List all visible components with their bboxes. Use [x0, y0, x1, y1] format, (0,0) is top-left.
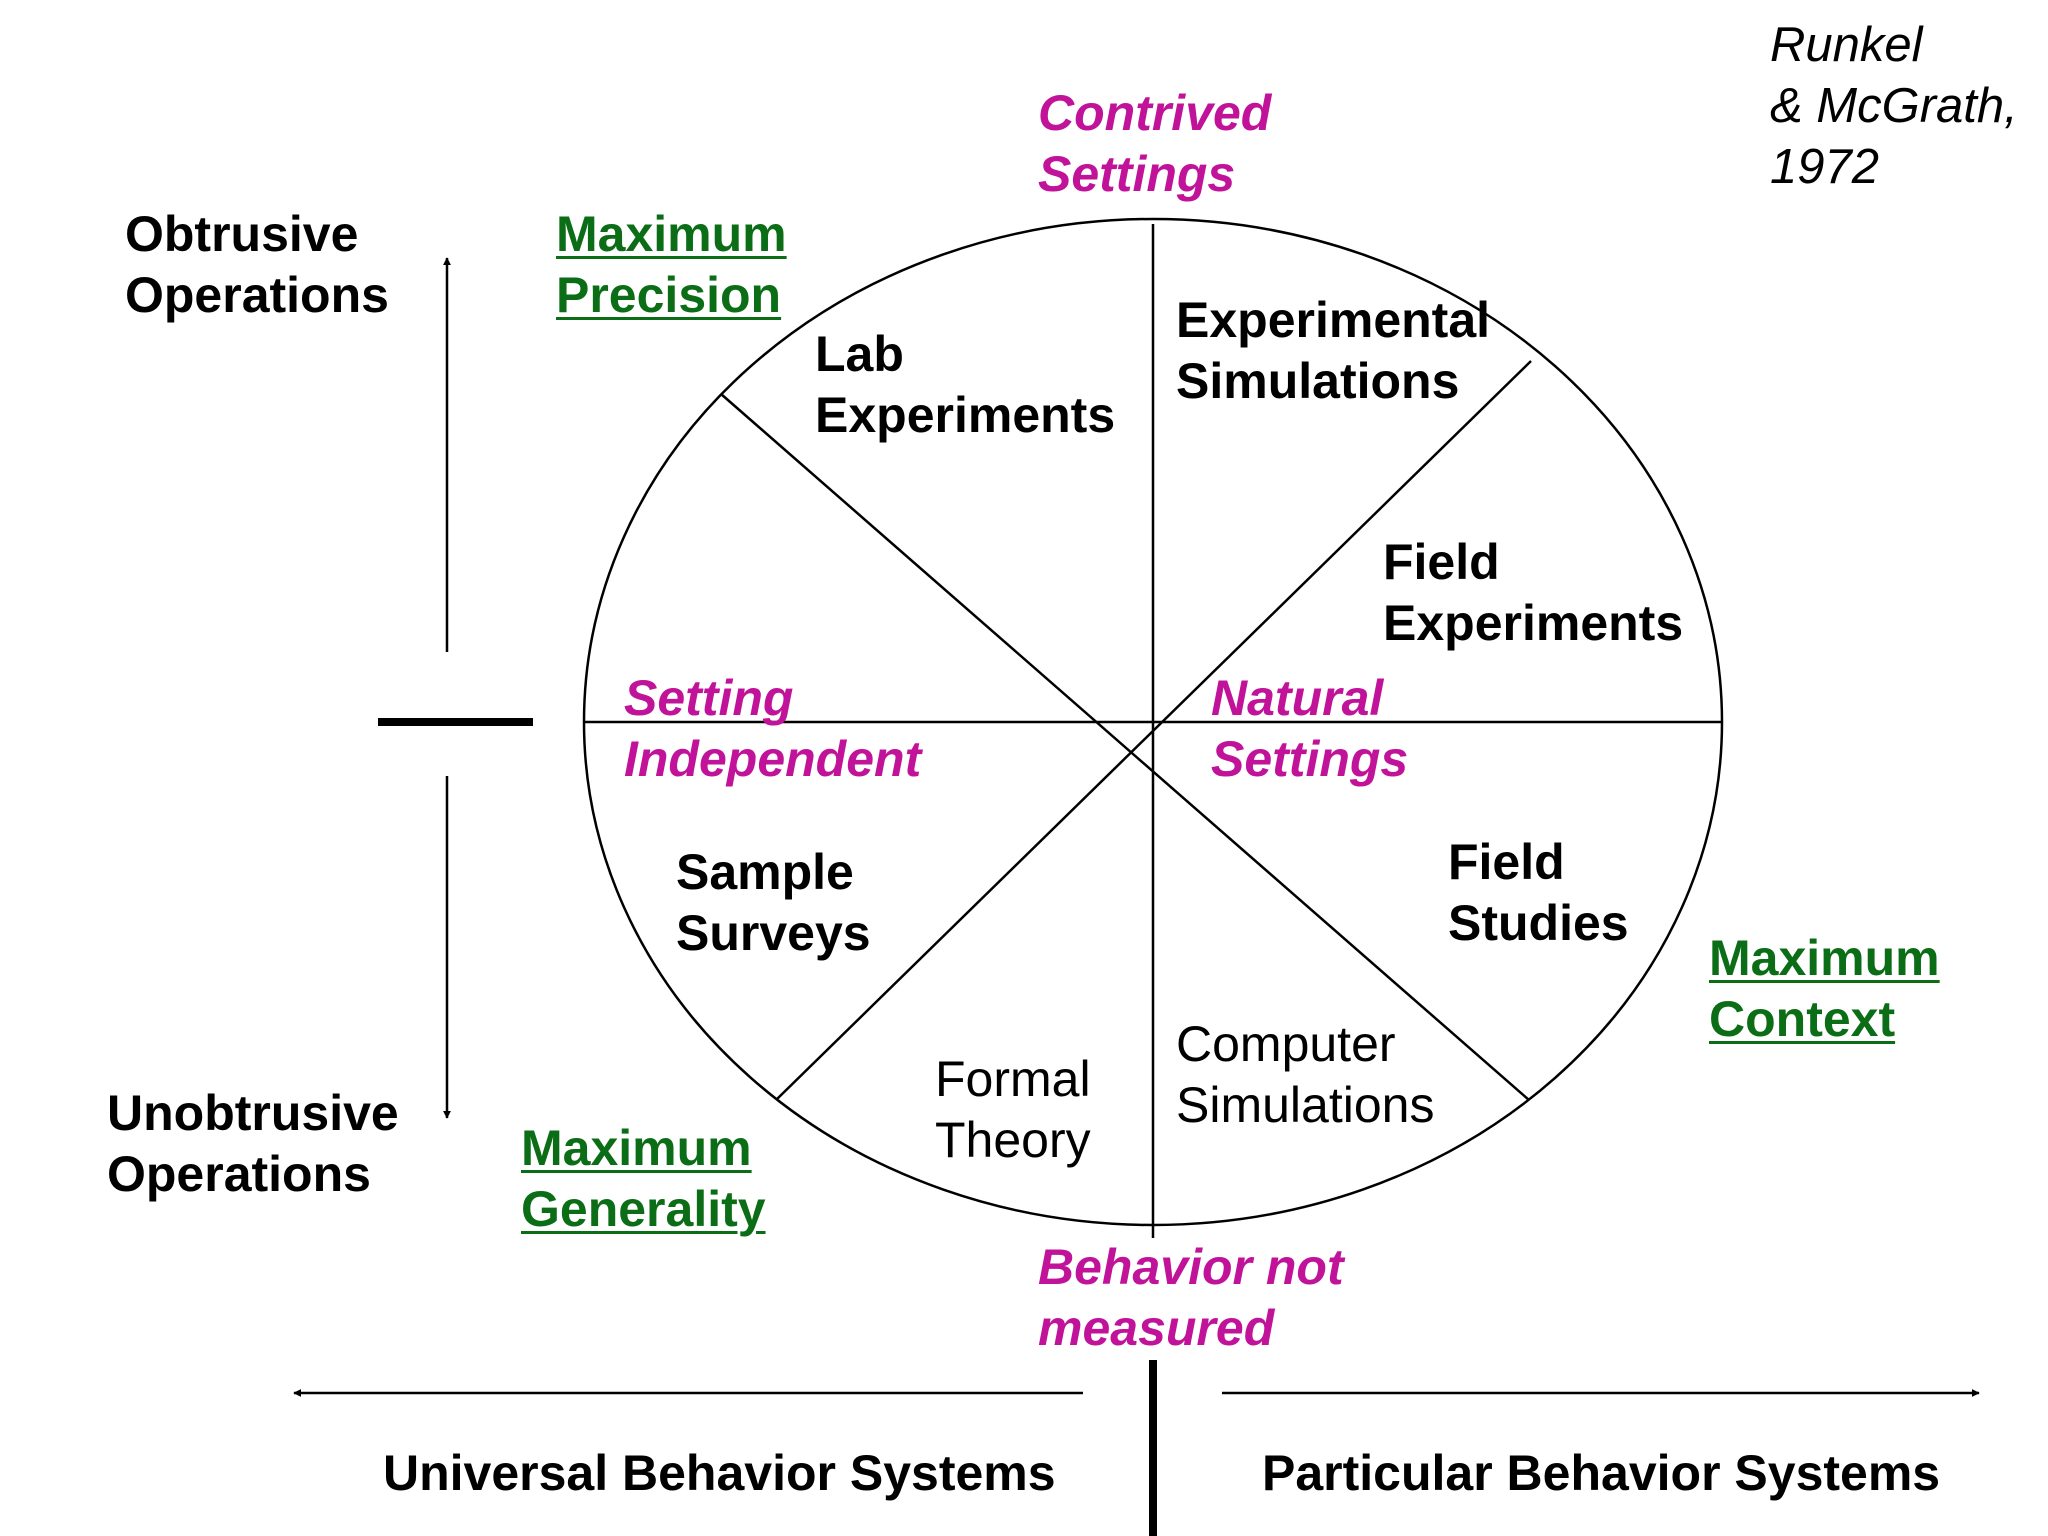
- computer-simulations-label: Computer Simulations: [1176, 1016, 1435, 1133]
- lab-experiments-label: Lab Experiments: [815, 326, 1116, 443]
- maximum-precision-label: Maximum Precision: [556, 206, 787, 323]
- divider-diagonal-main: [720, 393, 1530, 1101]
- natural-settings-label: Natural Settings: [1211, 670, 1409, 787]
- citation-line-2: & McGrath,: [1770, 79, 2018, 133]
- obtrusive-operations-label: Obtrusive Operations: [125, 206, 389, 323]
- divider-diagonal-anti: [775, 360, 1532, 1101]
- universal-behavior-systems-label: Universal Behavior Systems: [383, 1445, 1056, 1501]
- sample-surveys-label: Sample Surveys: [676, 844, 871, 961]
- contrived-settings-label: Contrived Settings: [1038, 85, 1272, 202]
- maximum-context-label: Maximum Context: [1709, 930, 1940, 1047]
- unobtrusive-operations-label: Unobtrusive Operations: [107, 1085, 399, 1202]
- particular-behavior-systems-label: Particular Behavior Systems: [1262, 1445, 1941, 1501]
- behavior-not-measured-label: Behavior not measured: [1038, 1239, 1344, 1356]
- maximum-generality-label: Maximum Generality: [521, 1120, 766, 1237]
- field-studies-label: Field Studies: [1448, 834, 1629, 951]
- citation: Runkel & McGrath, 1972: [1770, 15, 2018, 198]
- setting-independent-label: Setting Independent: [624, 670, 922, 787]
- field-experiments-label: Field Experiments: [1383, 534, 1684, 651]
- experimental-simulations-label: Experimental Simulations: [1176, 292, 1491, 409]
- citation-line-3: 1972: [1770, 140, 1880, 194]
- formal-theory-label: Formal Theory: [935, 1051, 1091, 1168]
- citation-line-1: Runkel: [1770, 18, 1923, 72]
